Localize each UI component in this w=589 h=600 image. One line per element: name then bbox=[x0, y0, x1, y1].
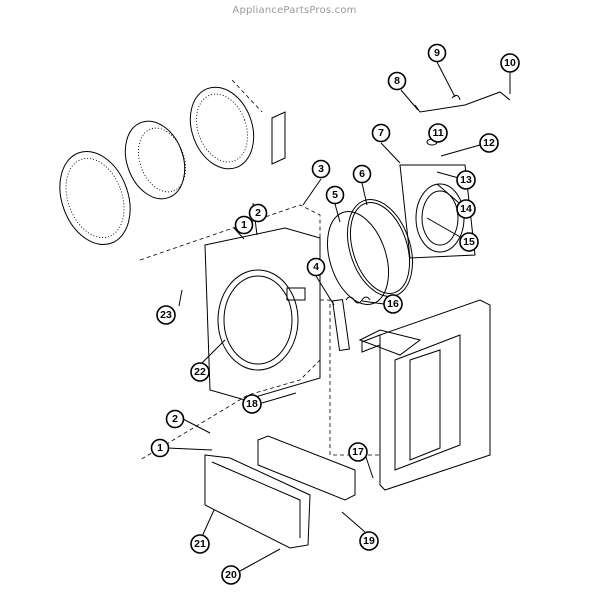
svg-text:20: 20 bbox=[225, 569, 237, 581]
svg-text:9: 9 bbox=[434, 47, 440, 59]
svg-text:2: 2 bbox=[255, 207, 261, 219]
svg-text:1: 1 bbox=[241, 219, 247, 231]
callout-16: 16 bbox=[383, 294, 403, 314]
clamp-spring bbox=[345, 296, 371, 304]
callout-17: 17 bbox=[348, 442, 368, 462]
svg-text:11: 11 bbox=[432, 127, 443, 139]
door-outer-ring bbox=[59, 151, 131, 245]
callout-1-upper: 1 bbox=[234, 215, 254, 235]
door-seal-clamp bbox=[347, 199, 413, 297]
callout-18: 18 bbox=[242, 394, 262, 414]
front-panel bbox=[204, 227, 321, 401]
callout-7: 7 bbox=[371, 123, 391, 143]
door-hinge-bracket bbox=[231, 79, 286, 165]
svg-text:21: 21 bbox=[194, 538, 206, 550]
svg-text:23: 23 bbox=[160, 309, 172, 321]
callout-2-lower: 2 bbox=[165, 409, 185, 429]
svg-text:3: 3 bbox=[318, 163, 324, 175]
svg-text:1: 1 bbox=[157, 442, 163, 454]
svg-text:14: 14 bbox=[460, 203, 472, 215]
toe-panel bbox=[204, 454, 311, 549]
svg-text:17: 17 bbox=[352, 446, 364, 458]
callout-3: 3 bbox=[311, 159, 331, 179]
callout-21: 21 bbox=[190, 534, 210, 554]
svg-text:10: 10 bbox=[504, 57, 516, 69]
callout-9: 9 bbox=[427, 43, 447, 63]
svg-text:4: 4 bbox=[313, 261, 319, 273]
callout-14: 14 bbox=[456, 199, 476, 219]
svg-text:15: 15 bbox=[463, 236, 475, 248]
callout-6: 6 bbox=[352, 164, 372, 184]
watermark: AppliancePartsPros.com bbox=[232, 5, 357, 16]
door-glass-bowl bbox=[124, 120, 187, 200]
callout-11: 11 bbox=[428, 123, 448, 143]
callout-8: 8 bbox=[387, 71, 407, 91]
latch-strike bbox=[332, 298, 350, 352]
callout-20: 20 bbox=[221, 565, 241, 585]
door-inner-frame bbox=[189, 86, 255, 170]
svg-text:13: 13 bbox=[460, 174, 472, 186]
door-seal-gasket bbox=[327, 211, 389, 305]
callout-2-upper: 2 bbox=[248, 203, 268, 223]
callout-4: 4 bbox=[306, 257, 326, 277]
cabinet bbox=[358, 299, 491, 491]
callout-12: 12 bbox=[479, 133, 499, 153]
svg-text:18: 18 bbox=[246, 398, 258, 410]
svg-text:7: 7 bbox=[378, 127, 384, 139]
callout-10: 10 bbox=[500, 53, 520, 73]
callout-13: 13 bbox=[456, 170, 476, 190]
svg-text:2: 2 bbox=[172, 413, 178, 425]
svg-text:16: 16 bbox=[387, 298, 399, 310]
callout-23: 23 bbox=[156, 305, 176, 325]
callout-1-lower: 1 bbox=[150, 438, 170, 458]
callout-5: 5 bbox=[325, 185, 345, 205]
svg-text:6: 6 bbox=[359, 168, 365, 180]
svg-text:12: 12 bbox=[483, 137, 495, 149]
callout-15: 15 bbox=[459, 232, 479, 252]
callout-22: 22 bbox=[190, 362, 210, 382]
fill-hose bbox=[414, 91, 511, 113]
svg-text:5: 5 bbox=[332, 189, 338, 201]
callout-19: 19 bbox=[359, 531, 379, 551]
svg-text:22: 22 bbox=[194, 366, 206, 378]
svg-text:19: 19 bbox=[363, 535, 375, 547]
filter-screen bbox=[257, 435, 356, 501]
tub-front-assembly bbox=[399, 164, 476, 259]
svg-text:8: 8 bbox=[394, 75, 400, 87]
